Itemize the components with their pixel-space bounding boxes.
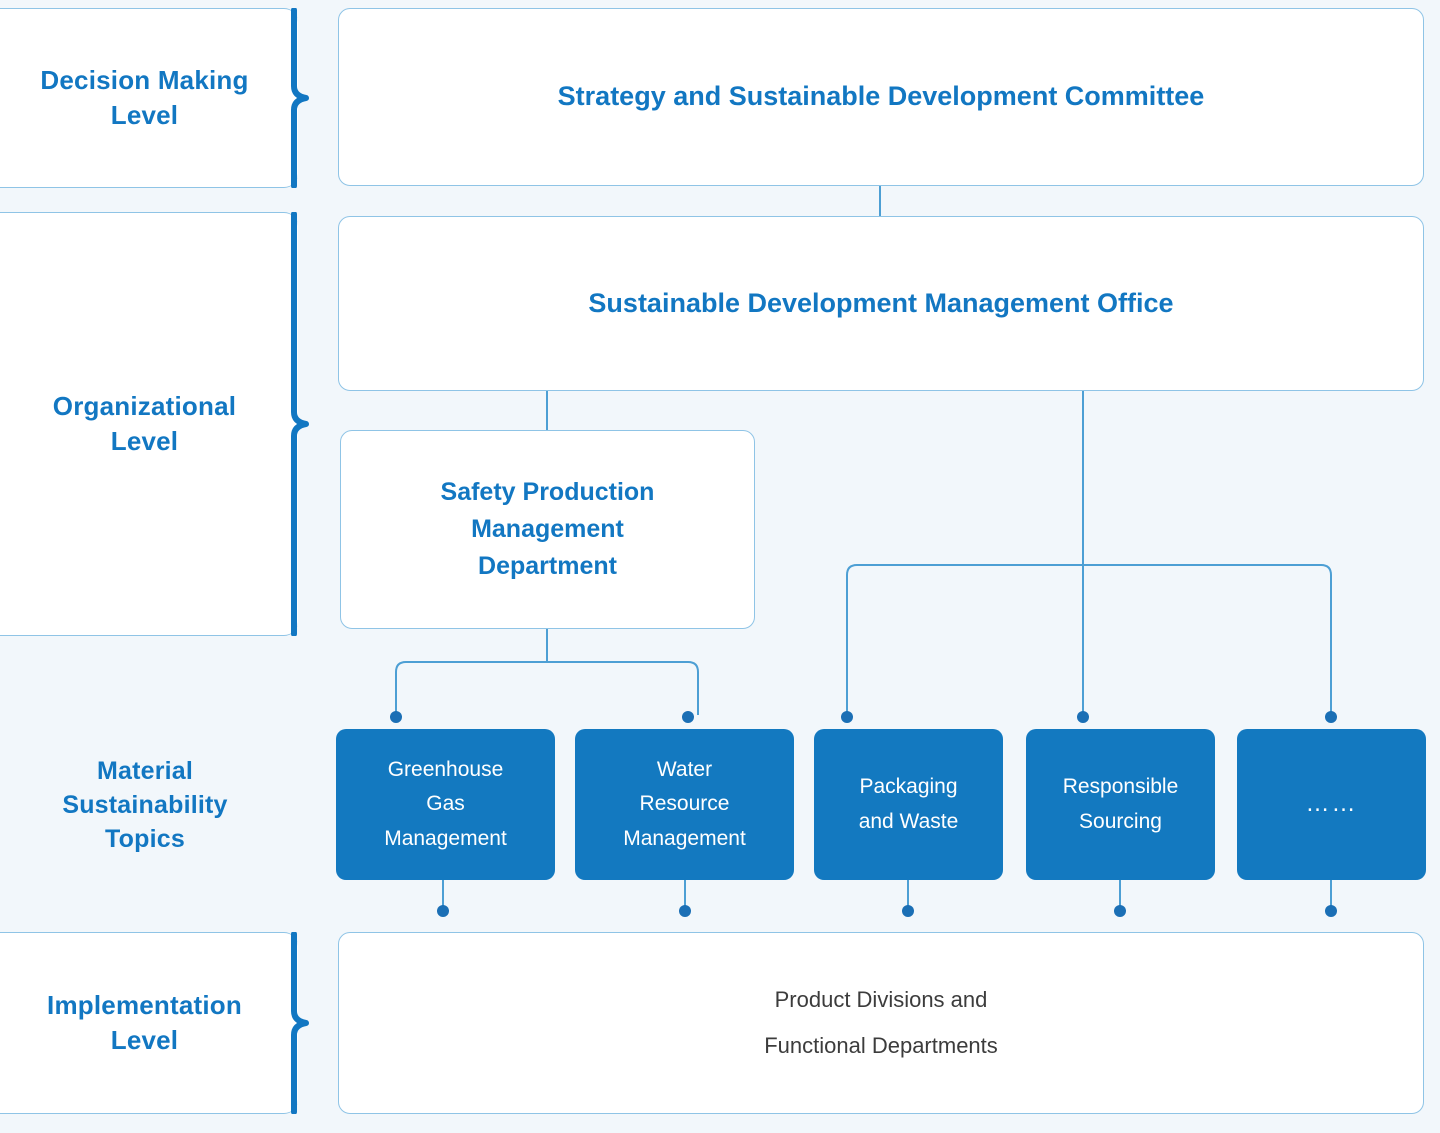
connector-office-right-bus — [846, 564, 1332, 715]
topic-packaging-and-waste[interactable]: Packaging and Waste — [814, 729, 1003, 880]
topic-water-resource-management-label: Water Resource Management — [623, 758, 746, 850]
brace-organizational — [291, 212, 309, 636]
brace-implementation — [291, 932, 309, 1114]
dot-top-responsible — [1077, 711, 1089, 723]
connector-safety-bus — [395, 629, 699, 715]
topic-responsible-sourcing-label: Responsible Sourcing — [1062, 775, 1179, 833]
topic-water-resource-management[interactable]: Water Resource Management — [575, 729, 794, 880]
node-management-office-label: Sustainable Development Management Offic… — [588, 287, 1174, 318]
topic-packaging-and-waste-label: Packaging and Waste — [858, 775, 959, 833]
node-strategy-committee-label: Strategy and Sustainable Development Com… — [557, 81, 1205, 112]
level-label-organizational: Organizational Level — [52, 390, 237, 456]
level-label-material-topics: Material Sustainability Topics — [62, 757, 228, 853]
topic-responsible-sourcing[interactable]: Responsible Sourcing — [1026, 729, 1215, 880]
node-strategy-committee[interactable]: Strategy and Sustainable Development Com… — [338, 8, 1424, 186]
dot-top-more — [1325, 711, 1337, 723]
dot-bottom-greenhouse — [437, 905, 449, 917]
level-panel-implementation: Implementation Level — [0, 932, 298, 1114]
level-panel-organizational: Organizational Level — [0, 212, 298, 636]
level-label-implementation: Implementation Level — [47, 989, 242, 1055]
node-safety-production-department-label: Safety Production Management Department — [440, 478, 655, 580]
brace-decision-making — [291, 8, 309, 188]
dot-top-greenhouse — [390, 711, 402, 723]
dot-bottom-more — [1325, 905, 1337, 917]
node-implementation-departments-label: Product Divisions and Functional Departm… — [764, 986, 998, 1058]
level-panel-material-topics: Material Sustainability Topics — [0, 736, 290, 876]
dot-bottom-water — [679, 905, 691, 917]
topic-more-topics[interactable]: …… — [1237, 729, 1426, 880]
dot-top-water — [682, 711, 694, 723]
level-panel-decision-making: Decision Making Level — [0, 8, 298, 188]
node-safety-production-department[interactable]: Safety Production Management Department — [340, 430, 755, 629]
node-management-office[interactable]: Sustainable Development Management Offic… — [338, 216, 1424, 391]
topic-greenhouse-gas-management-label: Greenhouse Gas Management — [384, 758, 507, 850]
connector-dots-bottom — [437, 905, 1337, 917]
dot-bottom-responsible — [1114, 905, 1126, 917]
topic-greenhouse-gas-management[interactable]: Greenhouse Gas Management — [336, 729, 555, 880]
dot-top-packaging — [841, 711, 853, 723]
level-label-decision-making: Decision Making Level — [40, 64, 249, 130]
dot-bottom-packaging — [902, 905, 914, 917]
connector-stubs-bottom — [442, 880, 1332, 907]
node-implementation-departments[interactable]: Product Divisions and Functional Departm… — [338, 932, 1424, 1114]
topic-more-topics-label: …… — [1305, 790, 1358, 818]
connector-dots-top — [390, 711, 1337, 723]
